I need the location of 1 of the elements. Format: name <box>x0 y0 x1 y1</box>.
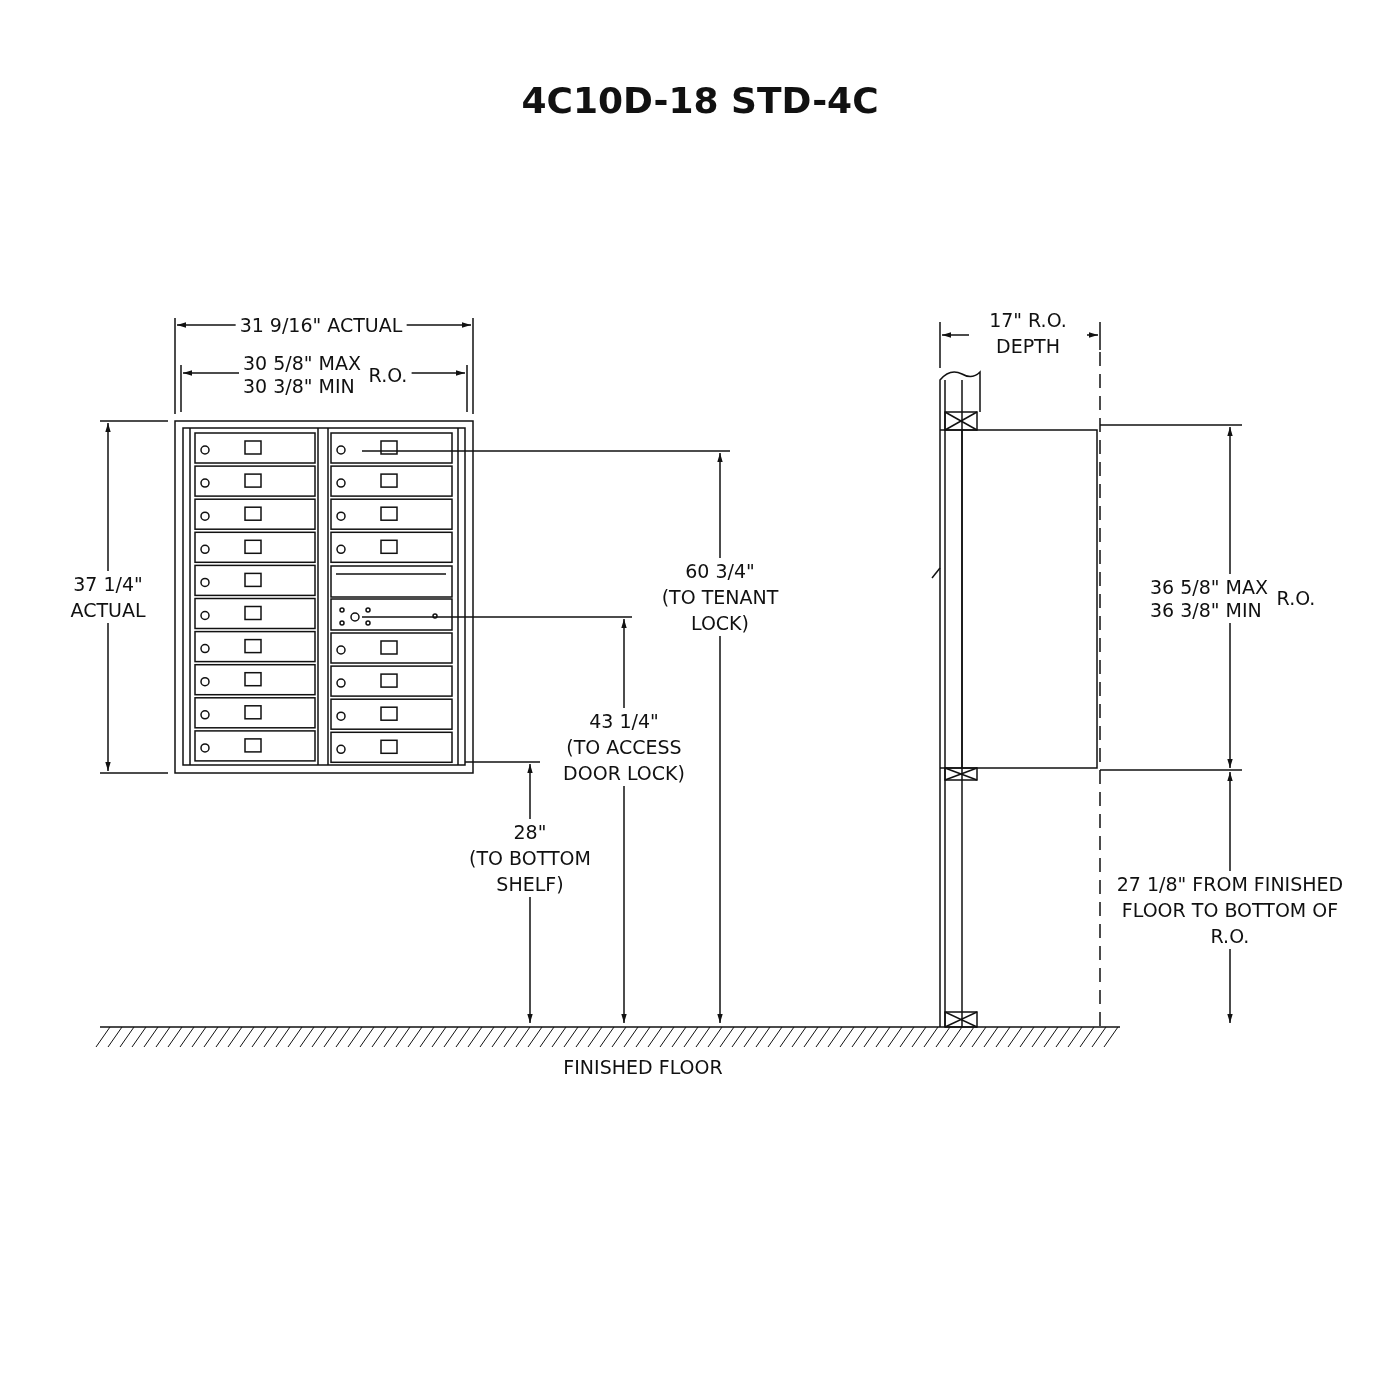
drawing-title: 4C10D-18 STD-4C <box>521 79 879 121</box>
